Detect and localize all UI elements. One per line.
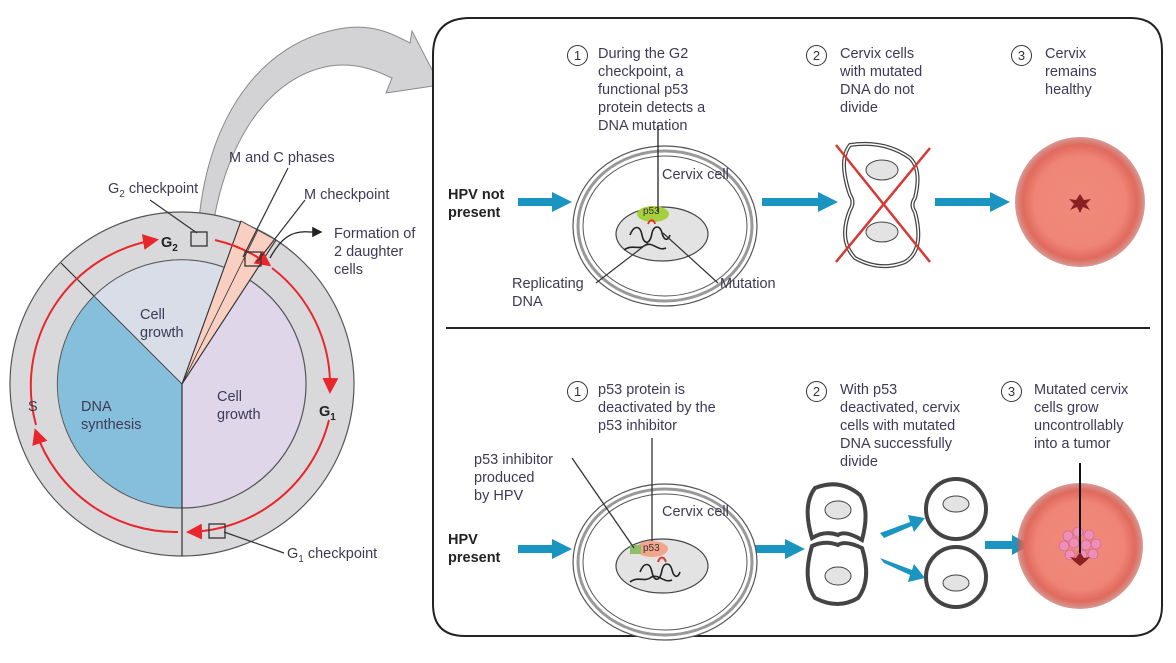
cycle-arrow-m-to-g1 bbox=[271, 267, 339, 394]
m-checkpoint-box bbox=[244, 251, 262, 267]
zoom-callout-arrow bbox=[197, 26, 441, 233]
p53-active bbox=[637, 206, 669, 222]
m-and-c-phases-label: M and C phases bbox=[229, 150, 335, 166]
flow-arrow bbox=[518, 539, 572, 559]
cell-cycle-diagram bbox=[9, 167, 355, 557]
dna-synthesis-label: DNA synthesis bbox=[81, 399, 142, 433]
p53-label: p53 bbox=[643, 543, 660, 554]
m-checkpoint-label: M checkpoint bbox=[304, 187, 390, 203]
s-phase-label: S bbox=[28, 399, 38, 415]
bottom-step-1-text: p53 protein is deactivated by the p53 in… bbox=[598, 382, 716, 434]
cell-growth-right-label: Cell growth bbox=[217, 389, 261, 423]
p53-inhibitor-label: p53 inhibitor produced by HPV bbox=[474, 452, 553, 504]
formation-label: Formation of 2 daughter cells bbox=[334, 226, 416, 278]
hpv-present-label: HPV present bbox=[448, 532, 501, 566]
cervix-os bbox=[1069, 194, 1091, 213]
cell-growth-upper-label: Cell growth bbox=[140, 307, 184, 341]
cycle-arrow-g1-to-s bbox=[186, 419, 330, 540]
g2-checkpoint-box bbox=[190, 231, 208, 247]
step-number: 3 bbox=[1011, 45, 1032, 66]
g1-checkpoint-label: G1 checkpoint bbox=[287, 546, 378, 565]
flow-arrow bbox=[880, 515, 925, 538]
cervix-cell-label: Cervix cell bbox=[662, 167, 729, 183]
g2-phase-label: G2 bbox=[161, 235, 178, 254]
flow-arrow bbox=[762, 192, 838, 212]
step-number: 1 bbox=[567, 45, 588, 66]
cervix-cell-label: Cervix cell bbox=[662, 504, 729, 520]
bottom-step-2-text: With p53 deactivated, cervix cells with … bbox=[840, 382, 961, 470]
dna-synthesis-sector bbox=[56, 295, 183, 509]
hpv-not-present-label: HPV not present bbox=[448, 187, 505, 221]
flow-arrow bbox=[518, 192, 572, 212]
flow-arrow bbox=[880, 558, 925, 582]
top-row-graphics bbox=[518, 125, 1145, 307]
top-step-1-text: During the G2 checkpoint, a functional p… bbox=[598, 46, 706, 134]
step-number: 3 bbox=[1001, 381, 1022, 402]
p53-inactive bbox=[636, 541, 668, 557]
top-step-3-text: Cervix remains healthy bbox=[1045, 46, 1097, 98]
g2-checkpoint-label: G2 checkpoint bbox=[108, 181, 199, 200]
mutation-label: Mutation bbox=[720, 276, 776, 292]
bottom-step-3-text: Mutated cervix cells grow uncontrollably… bbox=[1034, 382, 1129, 452]
bottom-row-graphics bbox=[518, 438, 1143, 641]
g1-phase-label: G1 bbox=[319, 404, 336, 423]
step-number: 2 bbox=[806, 381, 827, 402]
top-step-2-text: Cervix cells with mutated DNA do not div… bbox=[840, 46, 923, 116]
flow-arrow bbox=[752, 539, 805, 559]
cycle-arrow-s-to-g2 bbox=[29, 234, 159, 426]
p53-label: p53 bbox=[643, 206, 660, 217]
cycle-arrow-g2-to-m bbox=[214, 239, 272, 267]
p53-inhibitor bbox=[630, 545, 641, 554]
cycle-arrow-s-lower bbox=[32, 428, 179, 534]
step-number: 1 bbox=[567, 381, 588, 402]
cross-line bbox=[835, 147, 931, 263]
g1-checkpoint-box bbox=[208, 523, 226, 539]
replicating-dna-label: Replicating DNA bbox=[512, 276, 584, 310]
step-number: 2 bbox=[806, 45, 827, 66]
flow-arrow bbox=[935, 192, 1010, 212]
